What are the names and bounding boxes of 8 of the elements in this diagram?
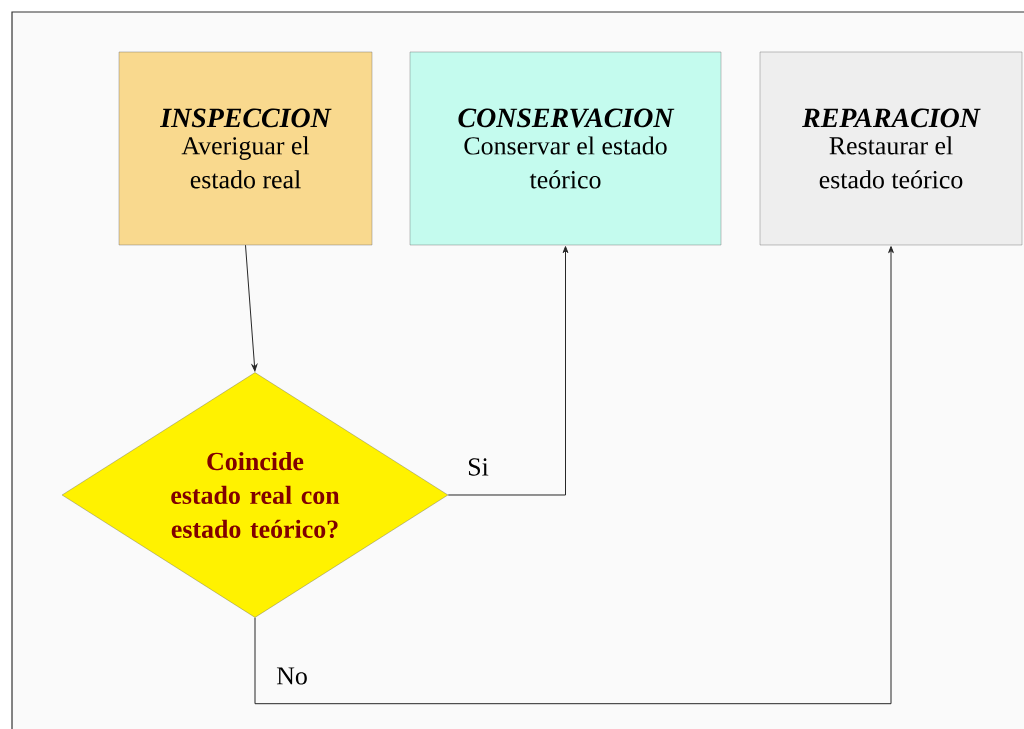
process-box: CONSERVACION Conservar el estado teórico xyxy=(409,51,722,246)
process-box: INSPECCION Averiguar el estado real xyxy=(118,51,373,246)
edge-label: Si xyxy=(466,457,490,477)
edge-label: No xyxy=(275,666,309,686)
arrow xyxy=(254,246,894,705)
arrow xyxy=(447,246,569,496)
process-box: REPARACION Restaurar el estado teórico xyxy=(759,51,1023,246)
arrow xyxy=(245,244,258,372)
